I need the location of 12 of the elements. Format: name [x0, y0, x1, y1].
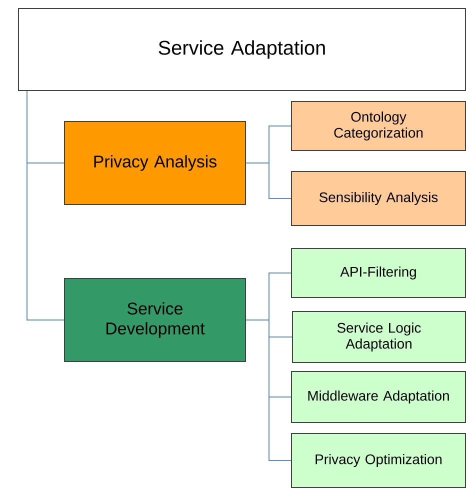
connector-line	[26, 90, 64, 320]
category-box: Privacy Analysis	[64, 121, 246, 205]
title-box: Service Adaptation	[18, 8, 466, 91]
category-box: Service Development	[64, 278, 246, 362]
connector-line	[246, 320, 292, 461]
connector-line	[246, 162, 292, 199]
task-box: Service Logic Adaptation	[292, 311, 466, 363]
task-box: Ontology Categorization	[291, 101, 466, 151]
task-box: Middleware Adaptation	[291, 371, 466, 423]
task-box: Privacy Optimization	[291, 433, 466, 488]
task-box: Sensibility Analysis	[291, 171, 466, 226]
task-box: API-Filtering	[291, 248, 466, 298]
